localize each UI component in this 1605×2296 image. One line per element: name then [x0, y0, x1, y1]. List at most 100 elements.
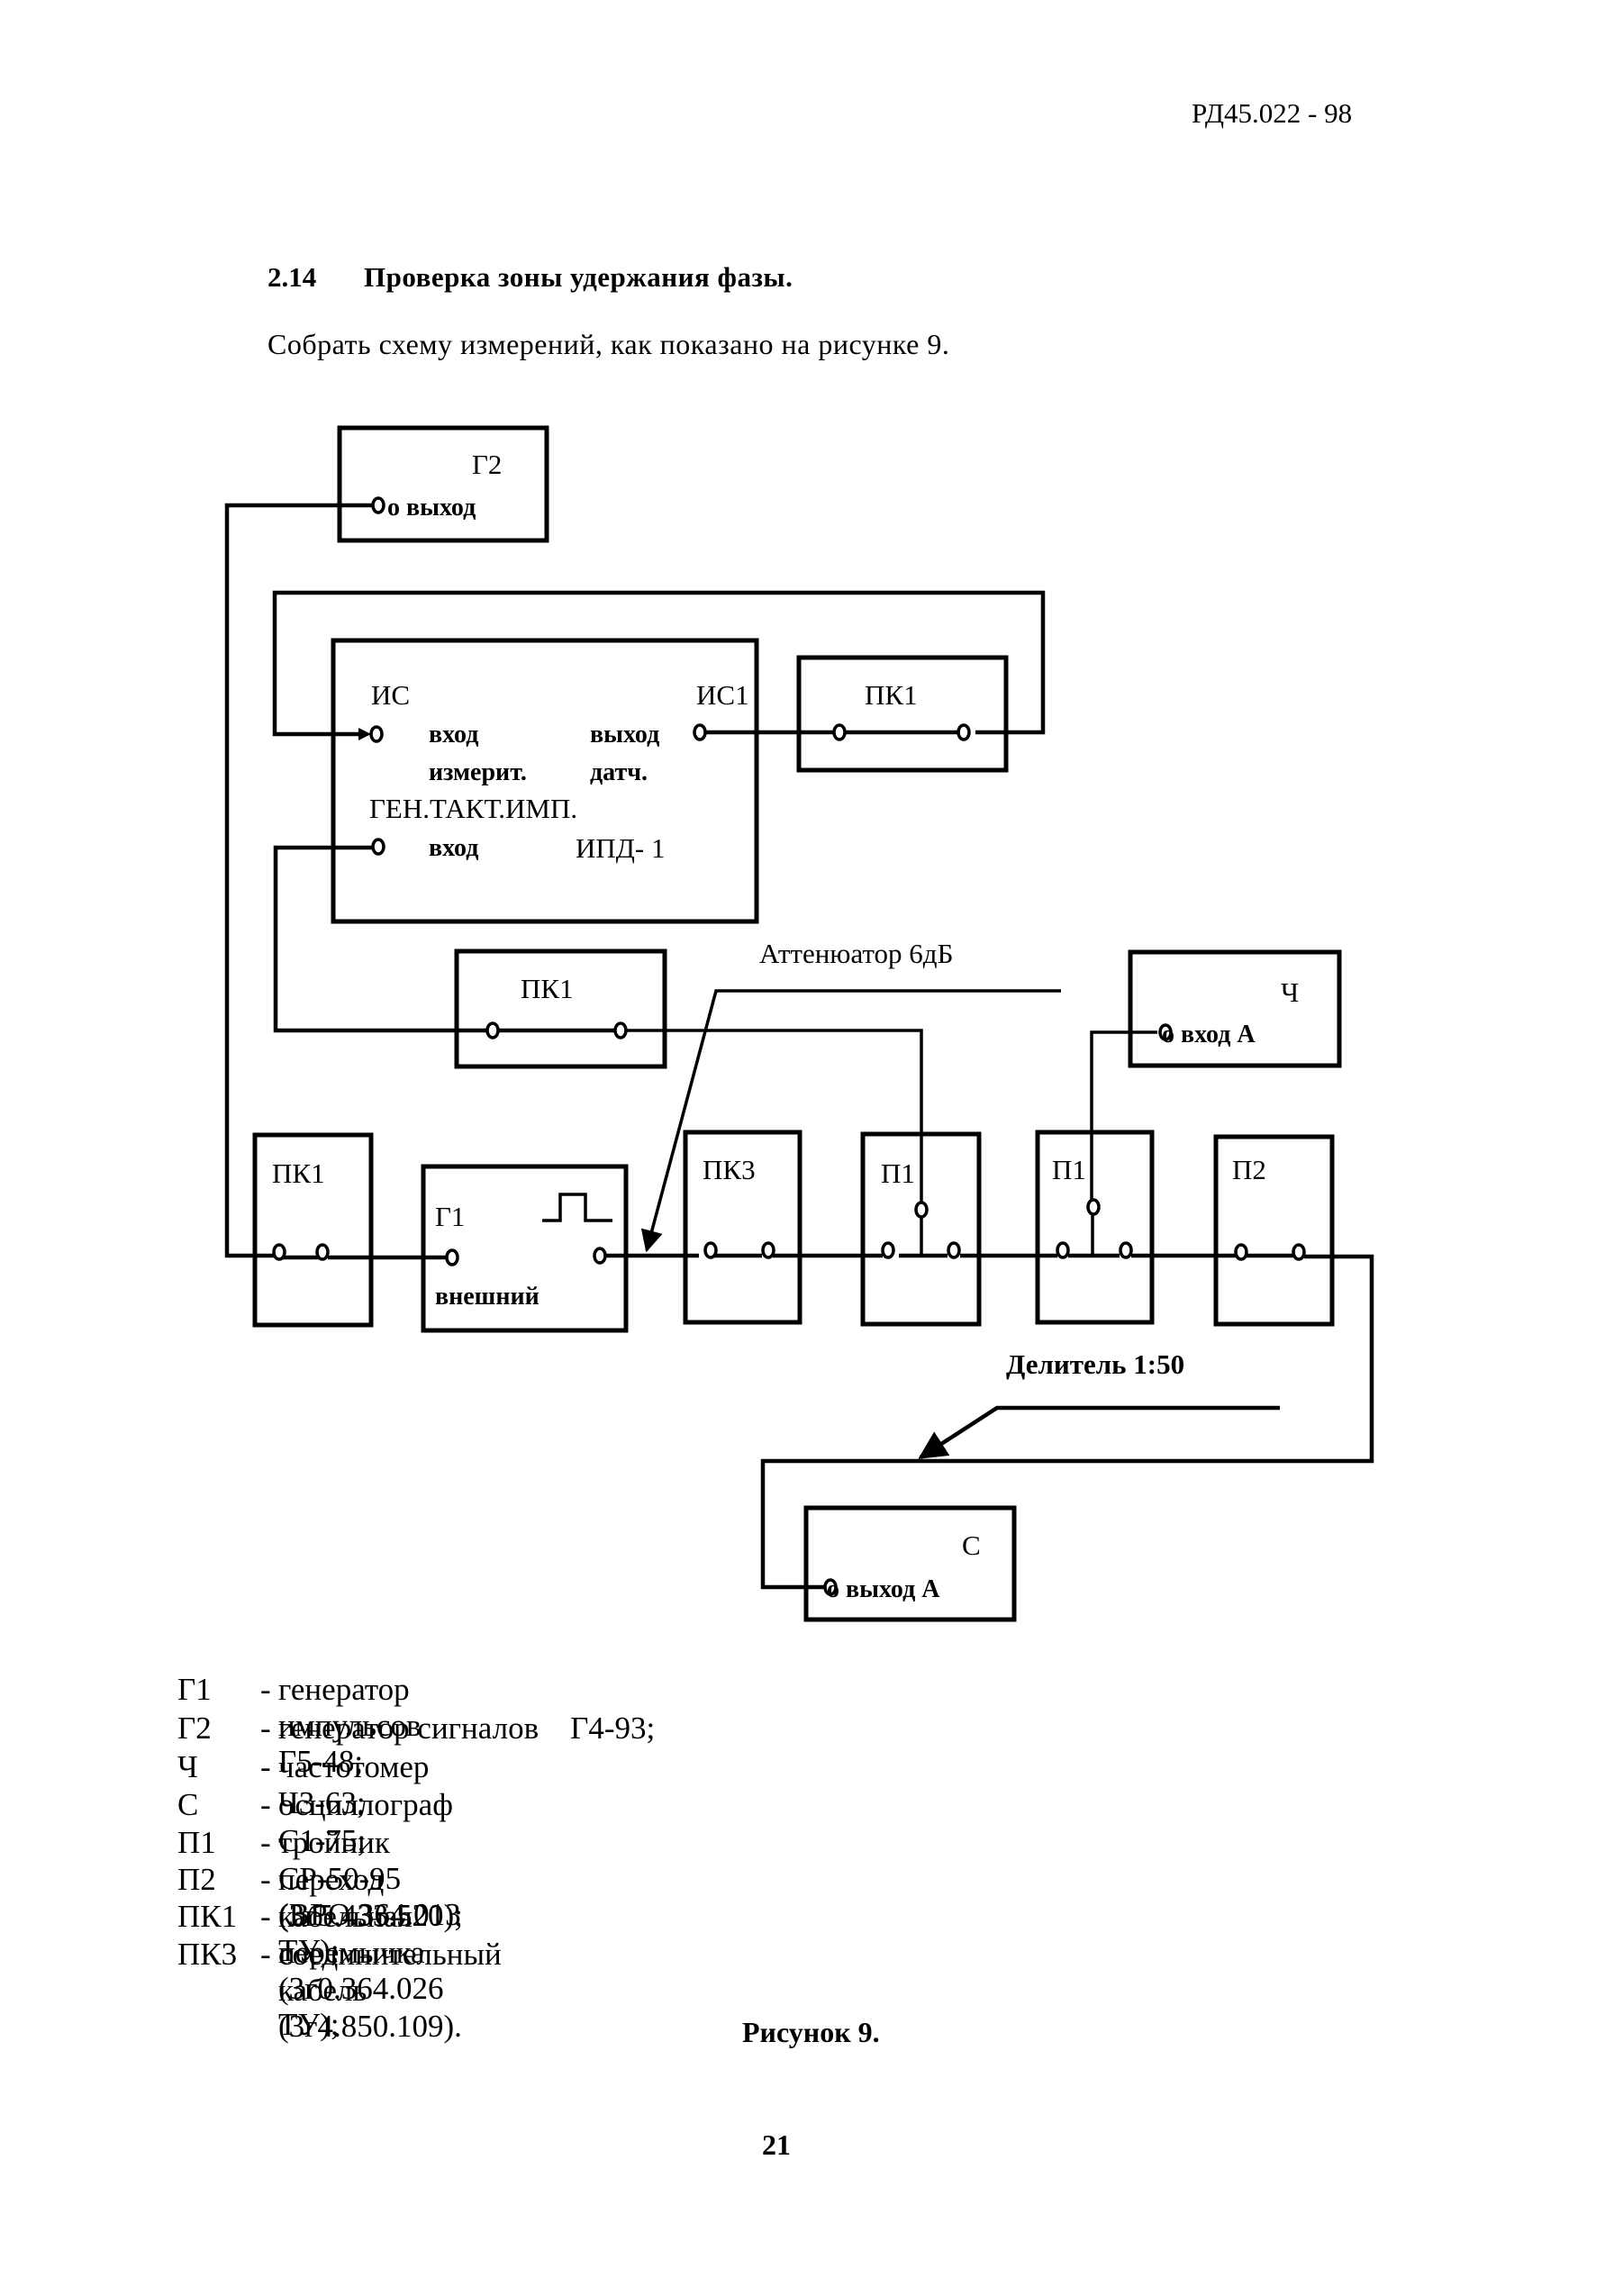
legend-code: П1: [177, 1825, 216, 1860]
p1a-port-in: [881, 1241, 895, 1259]
ch-input-port: [1158, 1023, 1173, 1041]
ch-label: Ч: [1281, 976, 1299, 1008]
p1b-label: П1: [1052, 1154, 1086, 1185]
pk1-mid-box: [454, 948, 667, 1069]
wire-ch-to-p1b: [1090, 1030, 1157, 1200]
p1b-port-out: [1119, 1241, 1133, 1259]
pk1-top-port-out: [957, 723, 971, 741]
legend-dash: -: [260, 1711, 271, 1746]
pk1-left-port-in: [272, 1243, 286, 1261]
ipd-gen-label: ГЕН.ТАКТ.ИМП.: [369, 793, 577, 824]
divider-leader: [918, 1405, 1280, 1459]
g1-input-port: [445, 1248, 459, 1266]
ipd-input-label: вход: [429, 721, 478, 749]
ipd-input-sub-label: измерит.: [429, 758, 527, 786]
legend-code: С: [177, 1787, 199, 1822]
ipd-model-label: ИПД- 1: [576, 832, 666, 864]
legend-dash: -: [260, 1825, 271, 1860]
ports: [272, 496, 1306, 1596]
section-title: Проверка зоны удержания фазы.: [364, 261, 793, 293]
legend-code: ПК1: [177, 1899, 238, 1934]
legend-dash: -: [260, 1937, 271, 1972]
ipd-box: [331, 638, 759, 924]
wire-loop-pk1-to-is-input: [272, 590, 1046, 737]
pk1-left-port-out: [315, 1243, 330, 1261]
wire-g2-to-pk1-left: [224, 503, 372, 1258]
pk1-mid-port-out: [613, 1021, 628, 1039]
legend-dash: -: [260, 1862, 271, 1897]
wire-p2-to-osc: [760, 1254, 1374, 1590]
p2-label: П2: [1232, 1154, 1266, 1185]
pk1-left-box: [252, 1132, 374, 1328]
ipd-gen-input-label: вход: [429, 834, 478, 862]
legend-code: Г1: [177, 1672, 212, 1707]
g1-mode-label: внешний: [435, 1283, 540, 1311]
square-pulse-icon: [542, 1193, 612, 1222]
p2-box: [1213, 1134, 1335, 1327]
ch-port-label: o вход А: [1162, 1021, 1256, 1048]
document-number: РД45.022 - 98: [1192, 97, 1353, 129]
legend-desc: переход (3г5.433.520);: [278, 1862, 463, 1933]
legend-code: Г2: [177, 1711, 212, 1746]
pk1-top-box: [796, 655, 1009, 773]
is1-output-port: [693, 723, 707, 741]
ipd-output-label: выход: [590, 721, 659, 749]
pk3-label: ПК3: [703, 1154, 756, 1185]
pk1-top-label: ПК1: [865, 679, 918, 711]
legend-desc: кабельная перемычка (3г0.364.026 ТУ);: [278, 1899, 444, 2042]
legend-desc: частотомер Ч3-63;: [278, 1749, 430, 1820]
legend-desc: соединительный кабель (3г4.850.109).: [278, 1937, 502, 2044]
p1a-label: П1: [881, 1157, 915, 1189]
instruction-text: Собрать схему измерений, как показано на…: [268, 328, 950, 360]
legend-code: ПК3: [177, 1937, 238, 1972]
pk1-left-label: ПК1: [272, 1157, 325, 1189]
p1b-port-in: [1056, 1241, 1070, 1259]
p1a-port-out: [947, 1241, 961, 1259]
pk1-mid-label: ПК1: [521, 973, 574, 1004]
osc-label: С: [962, 1529, 981, 1561]
legend-dash: -: [260, 1787, 271, 1822]
ipd-is-label: ИС: [371, 679, 410, 711]
p1a-port-tee: [914, 1201, 929, 1219]
pk1-top-port-in: [832, 723, 847, 741]
legend-code: Ч: [177, 1749, 198, 1784]
legend-dash: -: [260, 1749, 271, 1784]
legend-desc: осциллограф С1-75;: [278, 1787, 453, 1858]
p2-port-in: [1234, 1243, 1248, 1261]
g2-box: [337, 425, 549, 543]
p1b-box: [1035, 1130, 1155, 1325]
ipd-is1-label: ИС1: [696, 679, 749, 711]
attenuator-label: Аттенюатор 6дБ: [759, 938, 953, 969]
arrow-is-input-icon: [358, 728, 371, 740]
legend-desc: генератор сигналов Г4-93;: [278, 1711, 656, 1746]
g1-label: Г1: [435, 1201, 465, 1232]
wire-gen-input-to-pk1-mid: [273, 845, 486, 1033]
pk3-box: [683, 1130, 802, 1325]
p2-port-out: [1292, 1243, 1306, 1261]
legend-code: П2: [177, 1862, 216, 1897]
legend-desc: тройник СР-50-95 (ВРО.364.013 ТУ);: [278, 1825, 461, 1968]
is-input-port: [369, 725, 384, 743]
legend-dash: -: [260, 1672, 271, 1707]
section-number: 2.14: [268, 261, 317, 293]
figure-caption: Рисунок 9.: [742, 2016, 880, 2048]
p1b-port-tee: [1086, 1198, 1101, 1216]
g1-box: [421, 1164, 629, 1333]
pk1-mid-port-in: [485, 1021, 500, 1039]
legend-desc: генератор импульсов Г5-48;: [278, 1672, 422, 1779]
g2-port-label: o выход: [387, 494, 476, 522]
pk3-port-out: [761, 1241, 775, 1259]
g2-output-port: [371, 496, 385, 514]
ch-box: [1128, 949, 1342, 1068]
page-number: 21: [762, 2128, 791, 2161]
gen-input-port: [371, 838, 385, 856]
osc-box: [803, 1505, 1017, 1622]
divider-label: Делитель 1:50: [1006, 1348, 1184, 1380]
ipd-output-sub-label: датч.: [590, 758, 648, 786]
pk3-port-in: [703, 1241, 718, 1259]
osc-port-label: o выход А: [827, 1575, 940, 1603]
attenuator-leader: [640, 989, 1061, 1253]
g1-output-port: [593, 1247, 607, 1265]
legend-dash: -: [260, 1899, 271, 1934]
